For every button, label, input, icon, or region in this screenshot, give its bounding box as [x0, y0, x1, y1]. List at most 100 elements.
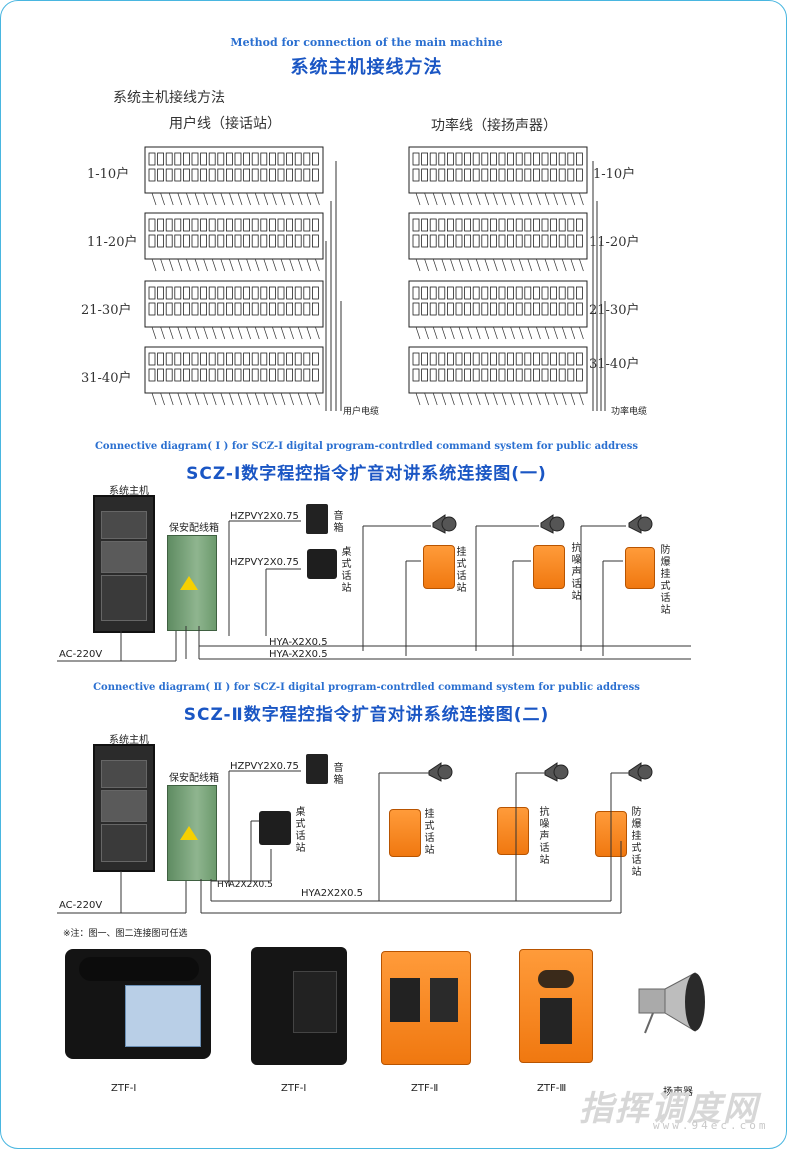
desk-phone-label: 桌式话站 — [295, 807, 306, 854]
terminal-pin — [421, 286, 429, 300]
terminal-block — [144, 346, 324, 394]
terminal-pin — [567, 152, 575, 166]
terminal-lead — [237, 258, 243, 272]
terminal-pin — [174, 352, 182, 366]
terminal-lead — [246, 258, 251, 272]
terminal-lead — [553, 192, 558, 206]
wall-phone-label: 挂式话站 — [456, 547, 467, 594]
terminal-pin — [481, 286, 489, 300]
terminal-block — [144, 212, 324, 260]
terminal-pin — [524, 368, 532, 382]
terminal-pin — [208, 168, 216, 182]
terminal-lead — [168, 258, 174, 272]
terminal-pin — [429, 168, 437, 182]
terminal-pin — [481, 234, 489, 248]
terminal-lead — [246, 326, 251, 340]
terminal-pin — [446, 168, 454, 182]
right-row-label: 1-10户 — [593, 167, 636, 182]
product-horn-speaker — [638, 972, 705, 1034]
terminal-lead — [415, 258, 421, 272]
terminal-pin — [234, 286, 242, 300]
terminal-pin — [157, 234, 165, 248]
security-box — [167, 535, 217, 631]
terminal-pin — [311, 168, 319, 182]
terminal-pin — [191, 286, 199, 300]
terminal-pin — [182, 234, 190, 248]
terminal-lead — [263, 192, 269, 206]
terminal-lead — [458, 326, 464, 340]
terminal-pin — [251, 368, 259, 382]
terminal-pin — [174, 302, 182, 316]
terminal-lead — [194, 392, 200, 406]
box-label: 保安配线箱 — [169, 773, 219, 784]
terminal-lead — [194, 326, 200, 340]
terminal-pin — [507, 218, 515, 232]
terminal-pin — [243, 152, 251, 166]
terminal-pin — [412, 368, 420, 382]
terminal-lead — [289, 326, 294, 340]
terminal-pin — [260, 302, 268, 316]
terminal-pin — [294, 234, 302, 248]
terminal-pin — [251, 234, 259, 248]
left-heading: 用户线（接话站） — [169, 116, 281, 132]
terminal-pin — [148, 368, 156, 382]
terminal-lead — [553, 258, 558, 272]
box-label: 保安配线箱 — [169, 523, 219, 534]
terminal-pin — [251, 218, 259, 232]
terminal-pin — [286, 152, 294, 166]
terminal-lead — [450, 326, 455, 340]
host-rack — [93, 495, 155, 633]
terminal-lead — [561, 258, 567, 272]
terminal-lead — [289, 258, 294, 272]
terminal-pin — [191, 218, 199, 232]
terminal-lead — [194, 258, 200, 272]
terminal-pin — [421, 234, 429, 248]
terminal-lead — [254, 326, 260, 340]
bus1-label: HYA-X2X0.5 — [269, 637, 328, 648]
terminal-pin — [550, 302, 557, 316]
terminal-pin — [260, 368, 268, 382]
terminal-lead — [527, 258, 533, 272]
terminal-pin — [165, 234, 173, 248]
terminal-pin — [311, 302, 319, 316]
terminal-pin — [541, 234, 549, 248]
security-box — [167, 785, 217, 881]
terminal-pin — [481, 152, 489, 166]
terminal-pin — [438, 368, 446, 382]
terminal-pin — [524, 218, 532, 232]
terminal-pin — [464, 234, 472, 248]
terminal-pin — [533, 352, 540, 366]
terminal-pin — [455, 302, 463, 316]
terminal-pin — [438, 152, 446, 166]
terminal-lead — [467, 258, 472, 272]
terminal-pin — [455, 168, 463, 182]
terminal-pin — [567, 352, 575, 366]
terminal-pin — [268, 286, 276, 300]
terminal-pin — [524, 302, 532, 316]
terminal-pin — [455, 152, 463, 166]
terminal-pin — [558, 368, 566, 382]
terminal-pin — [498, 218, 506, 232]
terminal-pin — [472, 168, 480, 182]
terminal-pin — [277, 352, 285, 366]
terminal-lead — [493, 326, 498, 340]
terminal-block — [408, 280, 588, 328]
terminal-lead — [315, 192, 320, 206]
diagram2-chinese-title: SCZ-Ⅱ数字程控指令扩音对讲系统连接图(二) — [183, 705, 550, 725]
speaker-label: 音箱 — [333, 511, 344, 534]
left-cable-label: 用户电缆 — [343, 407, 380, 417]
terminal-pin — [165, 352, 173, 366]
terminal-pin — [208, 352, 216, 366]
terminal-lead — [151, 192, 157, 206]
terminal-pin — [507, 286, 515, 300]
terminal-lead — [501, 258, 507, 272]
terminal-pin — [157, 302, 165, 316]
terminal-pin — [260, 234, 268, 248]
terminal-pin — [200, 368, 208, 382]
terminal-lead — [441, 192, 447, 206]
terminal-lead — [306, 258, 312, 272]
terminal-lead — [501, 192, 507, 206]
terminal-pin — [515, 168, 523, 182]
terminal-lead — [289, 192, 294, 206]
terminal-pin — [208, 218, 216, 232]
